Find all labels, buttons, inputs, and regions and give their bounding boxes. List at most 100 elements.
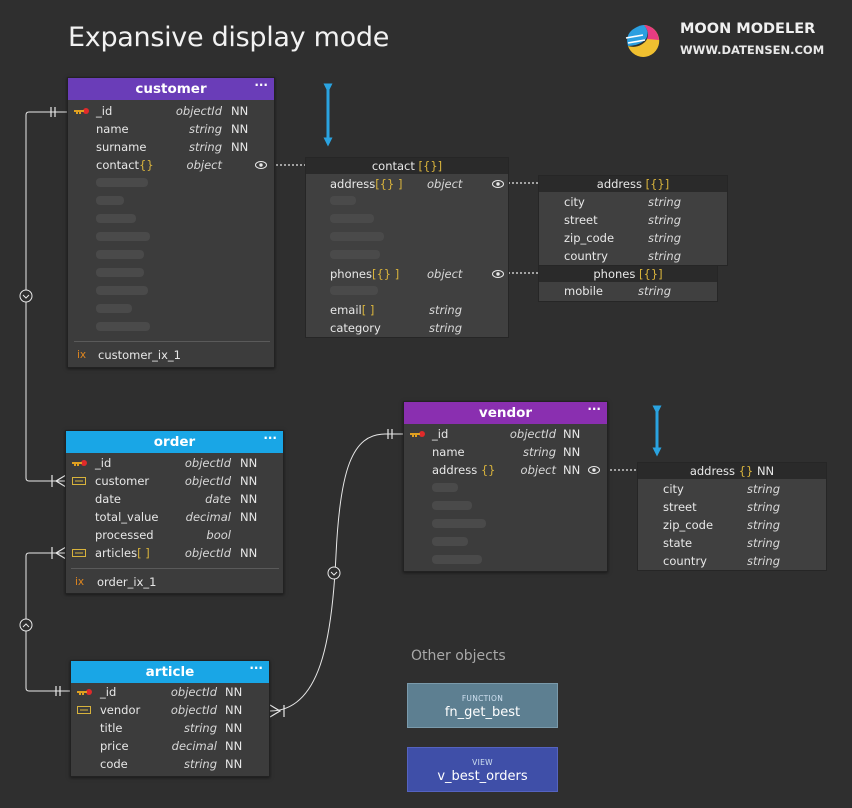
- placeholder-row: [432, 537, 468, 546]
- column-name: city: [564, 195, 585, 209]
- column-type: objectId: [184, 456, 231, 470]
- column-type: string: [522, 445, 556, 459]
- relationship-customer-order[interactable]: [19, 107, 67, 488]
- column-row[interactable]: _id objectId NN: [404, 425, 607, 443]
- relationship-vendor-article[interactable]: [269, 429, 403, 718]
- entity-vendor[interactable]: vendor ··· _id objectId NN name string N…: [403, 401, 608, 572]
- view-v-best-orders[interactable]: VIEW v_best_orders: [407, 747, 558, 792]
- entity-order[interactable]: order ··· _id objectId NN customer objec…: [65, 430, 284, 594]
- column-row[interactable]: name string NN: [68, 120, 274, 138]
- placeholder-row: [96, 286, 148, 295]
- column-name: _id: [96, 104, 113, 118]
- column-name: total_value: [95, 510, 159, 524]
- column-row[interactable]: contact{} object: [68, 156, 274, 174]
- column-name: state: [663, 536, 693, 550]
- subdocument-contact[interactable]: contact [{}] address[{} ] object phones[…: [305, 157, 509, 338]
- entity-menu-icon[interactable]: ···: [254, 78, 268, 92]
- column-type: string: [648, 213, 682, 227]
- entity-header[interactable]: customer ···: [68, 78, 274, 100]
- column-nn: NN: [563, 445, 581, 459]
- eye-icon[interactable]: [492, 180, 504, 188]
- column-row[interactable]: zip_code string: [638, 516, 826, 534]
- column-type: string: [429, 303, 463, 317]
- index-row[interactable]: ix order_ix_1: [66, 573, 283, 591]
- column-row[interactable]: _id objectId NN: [66, 454, 283, 472]
- subdocument-vendor-address[interactable]: address {} NN city string street string …: [637, 462, 827, 571]
- entity-menu-icon[interactable]: ···: [249, 661, 263, 675]
- column-row[interactable]: category string: [306, 319, 508, 337]
- column-row[interactable]: address[{} ] object: [306, 175, 508, 193]
- function-fn-get-best[interactable]: FUNCTION fn_get_best: [407, 683, 558, 728]
- entity-customer[interactable]: customer ··· _id objectId NN name string…: [67, 77, 275, 368]
- subdocument-header[interactable]: address {} NN: [638, 463, 826, 479]
- placeholder-row: [96, 304, 132, 313]
- column-row[interactable]: email[ ] string: [306, 301, 508, 319]
- subdocument-contact-address[interactable]: address [{}] city string street string z…: [538, 175, 728, 266]
- column-row[interactable]: name string NN: [404, 443, 607, 461]
- other-objects-heading: Other objects: [411, 648, 506, 664]
- object-name: fn_get_best: [444, 705, 521, 720]
- column-row[interactable]: address {} object NN: [404, 461, 607, 479]
- column-name: street: [663, 500, 697, 514]
- entity-article[interactable]: article ··· _id objectId NN vendor objec…: [70, 660, 270, 777]
- column-row[interactable]: _id objectId NN: [71, 683, 269, 701]
- diagram-title: Expansive display mode: [68, 22, 389, 53]
- column-row[interactable]: country string: [539, 247, 727, 265]
- eye-icon[interactable]: [492, 270, 504, 278]
- column-row[interactable]: state string: [638, 534, 826, 552]
- entity-header[interactable]: vendor ···: [404, 402, 607, 424]
- column-row[interactable]: country string: [638, 552, 826, 570]
- column-row[interactable]: date date NN: [66, 490, 283, 508]
- column-type: decimal: [171, 739, 217, 753]
- eye-icon[interactable]: [255, 161, 267, 169]
- column-row[interactable]: code string NN: [71, 755, 269, 773]
- index-row[interactable]: ix customer_ix_1: [68, 346, 274, 364]
- subdocument-header[interactable]: contact [{}]: [306, 158, 508, 174]
- column-row[interactable]: city string: [539, 193, 727, 211]
- column-name: address[{} ]: [330, 177, 403, 191]
- column-type: string: [747, 536, 781, 550]
- column-name: zip_code: [663, 518, 714, 532]
- column-name: contact{}: [96, 158, 154, 172]
- column-type: string: [183, 721, 217, 735]
- column-row[interactable]: surname string NN: [68, 138, 274, 156]
- entity-menu-icon[interactable]: ···: [587, 402, 601, 416]
- column-row[interactable]: mobile string: [539, 282, 717, 300]
- placeholder-row: [330, 250, 380, 259]
- column-row[interactable]: vendor objectId NN: [71, 701, 269, 719]
- column-name: surname: [96, 140, 147, 154]
- entity-header[interactable]: article ···: [71, 661, 269, 683]
- column-nn: NN: [225, 685, 243, 699]
- placeholder-row: [330, 232, 384, 241]
- column-row[interactable]: customer objectId NN: [66, 472, 283, 490]
- column-row[interactable]: street string: [638, 498, 826, 516]
- entity-header[interactable]: order ···: [66, 431, 283, 453]
- column-type: string: [747, 554, 781, 568]
- column-row[interactable]: phones[{} ] object: [306, 265, 508, 283]
- column-row[interactable]: city string: [638, 480, 826, 498]
- subdocument-header[interactable]: phones [{}]: [539, 266, 717, 282]
- key-icon: [410, 431, 425, 437]
- subdocument-header[interactable]: address [{}]: [539, 176, 727, 192]
- column-row[interactable]: title string NN: [71, 719, 269, 737]
- column-row[interactable]: processed bool: [66, 526, 283, 544]
- column-type: objectId: [184, 546, 231, 560]
- eye-icon[interactable]: [588, 466, 600, 474]
- subdocument-phones[interactable]: phones [{}] mobile string: [538, 265, 718, 302]
- column-row[interactable]: street string: [539, 211, 727, 229]
- column-nn: NN: [240, 492, 258, 506]
- column-name: email[ ]: [330, 303, 375, 317]
- foreign-key-icon: [77, 706, 91, 714]
- column-row[interactable]: zip_code string: [539, 229, 727, 247]
- column-nn: NN: [563, 427, 581, 441]
- column-type: object: [520, 463, 556, 477]
- divider: [71, 568, 279, 569]
- relationship-article-order[interactable]: [19, 546, 70, 696]
- entity-name: vendor: [478, 405, 533, 421]
- entity-menu-icon[interactable]: ···: [263, 431, 277, 445]
- column-row[interactable]: _id objectId NN: [68, 102, 274, 120]
- column-row[interactable]: articles[ ] objectId NN: [66, 544, 283, 562]
- column-row[interactable]: price decimal NN: [71, 737, 269, 755]
- column-row[interactable]: total_value decimal NN: [66, 508, 283, 526]
- column-nn: NN: [240, 510, 258, 524]
